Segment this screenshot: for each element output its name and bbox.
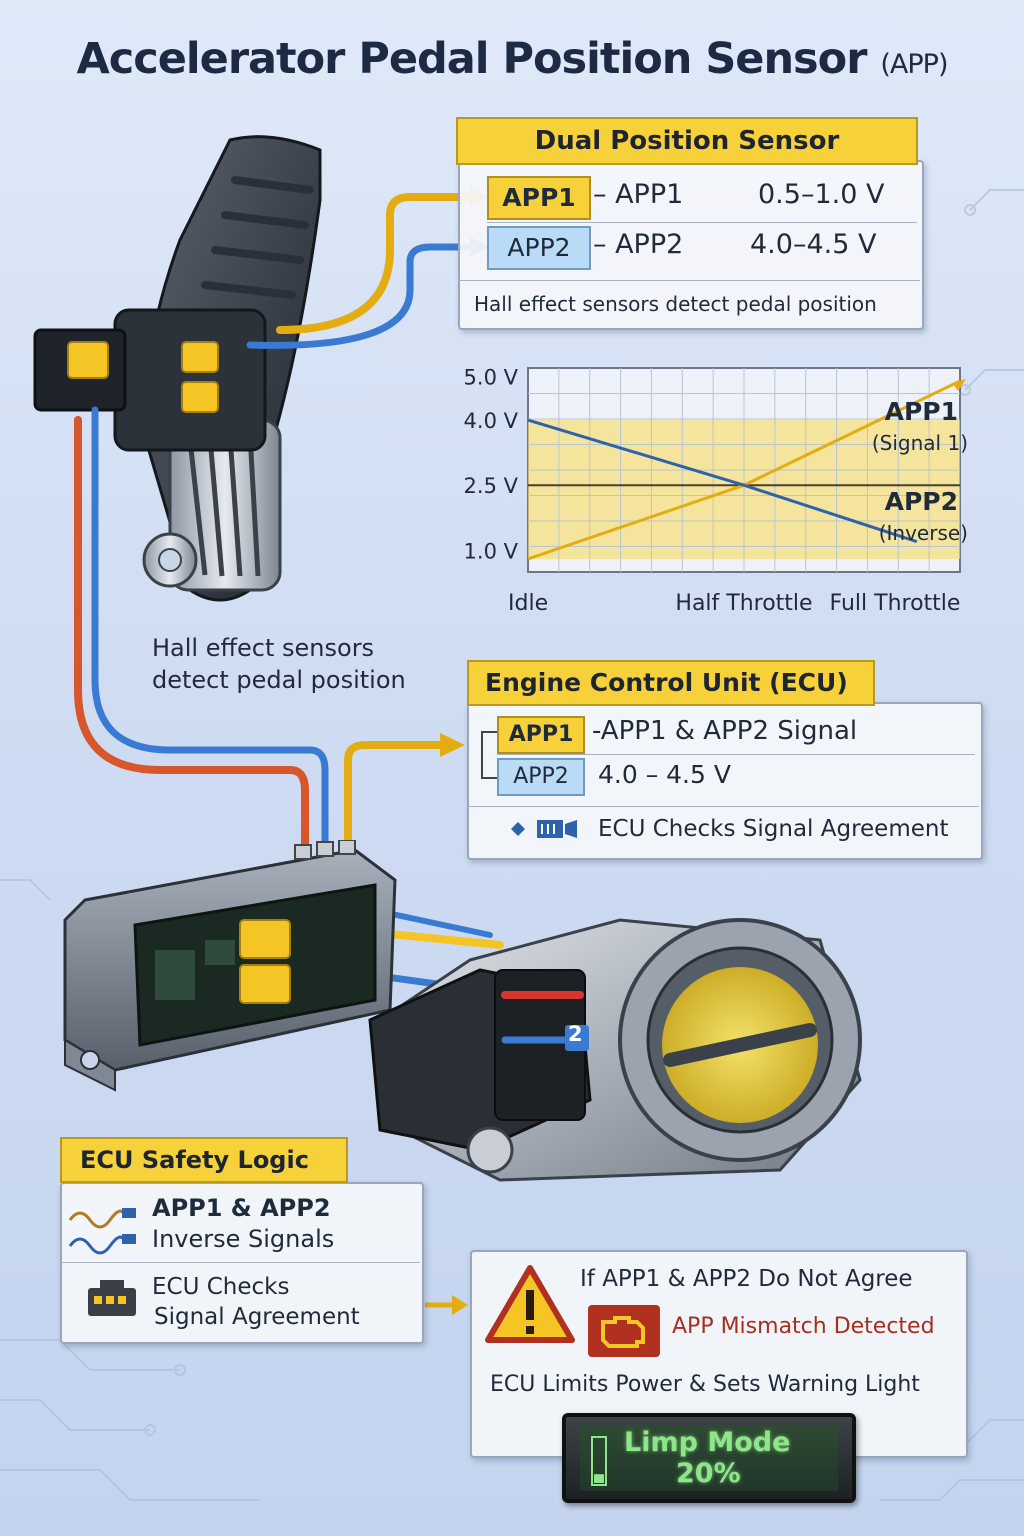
mismatch-text: APP Mismatch Detected: [672, 1314, 935, 1339]
divider: [487, 222, 917, 223]
ecu-app1-tag: APP1: [497, 716, 585, 754]
chip-icon: [511, 820, 577, 838]
safety-line2: Inverse Signals: [152, 1225, 335, 1253]
divider: [458, 280, 920, 281]
ecu-chip-icon: [88, 1280, 136, 1316]
pedal-caption-line1: Hall effect sensors: [152, 634, 375, 662]
ecu-heading: Engine Control Unit (ECU): [467, 660, 875, 706]
app2-label: – APP2: [593, 229, 684, 260]
limp-mode-label: Limp Mode: [624, 1427, 791, 1458]
divider: [467, 806, 979, 807]
divider: [60, 1262, 420, 1263]
chart-x-tick-label: Full Throttle: [830, 591, 961, 616]
app1-label: – APP1: [593, 179, 684, 210]
warning-title: If APP1 & APP2 Do Not Agree: [580, 1266, 913, 1292]
ecu-app2-tag: APP2: [497, 758, 585, 796]
throttle-body-illustration: [368, 918, 862, 1182]
app1-tag: APP1: [487, 176, 591, 220]
chart-y-tick-label: 1.0 V: [464, 539, 519, 563]
dual-sensor-note: Hall effect sensors detect pedal positio…: [474, 292, 877, 316]
app1-voltage: 0.5–1.0 V: [758, 179, 885, 210]
title-main: Accelerator Pedal Position Sensor: [76, 34, 868, 84]
ecu-app-signal-text: -APP1 & APP2 Signal: [592, 716, 858, 746]
limp-level-bar: [591, 1436, 607, 1486]
ecu-voltage-text: 4.0 – 4.5 V: [598, 760, 731, 789]
chart-x-tick-label: Idle: [508, 591, 548, 616]
safety-check1: ECU Checks: [152, 1274, 290, 1300]
chart-legend-subtitle: (Inverse): [879, 521, 968, 545]
safety-check2: Signal Agreement: [154, 1304, 360, 1330]
limp-mode-screen: Limp Mode 20%: [580, 1425, 838, 1491]
signal-wave-icon: [68, 1208, 136, 1255]
ecu-module-illustration: [63, 840, 397, 1092]
limp-mode-percent: 20%: [676, 1458, 741, 1489]
safety-line1: APP1 & APP2: [152, 1194, 331, 1222]
safety-logic-heading: ECU Safety Logic: [60, 1137, 348, 1183]
safety-logic-panel: [60, 1182, 424, 1344]
app2-voltage: 4.0–4.5 V: [750, 229, 877, 260]
limp-mode-display: Limp Mode 20%: [562, 1413, 856, 1503]
chart-series-arrow: [952, 379, 966, 392]
chart-y-tick-label: 4.0 V: [464, 409, 519, 433]
dual-sensor-heading: Dual Position Sensor: [456, 117, 918, 165]
chart-x-tick-label: Half Throttle: [675, 591, 812, 616]
ecu-check-text: ECU Checks Signal Agreement: [598, 816, 949, 842]
accelerator-pedal-illustration: [33, 135, 322, 602]
chart-y-tick-label: 5.0 V: [464, 366, 519, 390]
app2-tag: APP2: [487, 226, 591, 270]
warning-triangle-icon: [485, 1265, 575, 1343]
throttle-sensor-number: 2: [568, 1022, 583, 1046]
ecu-bracket: [481, 731, 498, 779]
voltage-chart: 5.0 V 4.0 V 2.5 V 1.0 V Idle Half Throttle Ful…: [464, 366, 968, 616]
chart-y-tick-label: 2.5 V: [464, 474, 519, 498]
check-engine-icon: [588, 1305, 660, 1357]
divider: [497, 754, 975, 755]
chart-legend-name: APP2: [885, 487, 958, 516]
chart-legend-subtitle: (Signal 1): [872, 431, 968, 455]
warning-action: ECU Limits Power & Sets Warning Light: [490, 1372, 920, 1397]
chart-series-line-app2: [527, 418, 918, 544]
pedal-caption-line2: detect pedal position: [152, 666, 406, 694]
page-title: Accelerator Pedal Position Sensor (APP): [0, 34, 1024, 84]
chart-legend-name: APP1: [885, 397, 958, 426]
title-suffix: (APP): [880, 49, 948, 80]
